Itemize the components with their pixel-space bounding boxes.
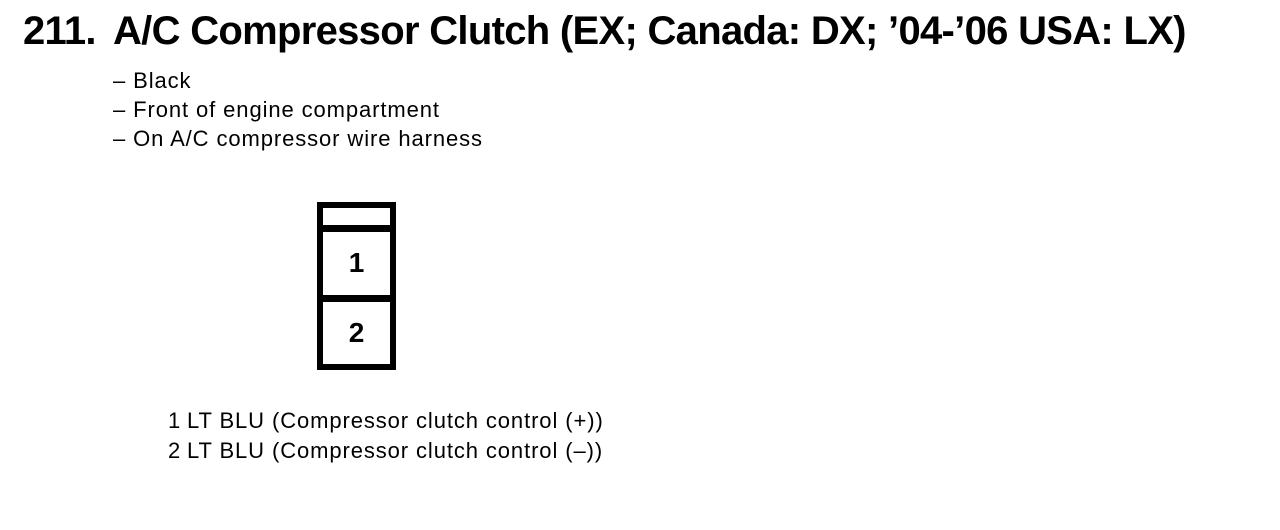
pin-description: LT BLU (Compressor clutch control (–)) (187, 438, 604, 463)
detail-line-harness: – On A/C compressor wire harness (113, 126, 483, 151)
cavity-number-2: 2 (348, 316, 365, 348)
section-title: A/C Compressor Clutch (EX; Canada: DX; ’… (113, 9, 1186, 53)
connector-key-slot (323, 208, 390, 232)
detail-line-color: – Black (113, 68, 192, 93)
pin-row: 2 LT BLU (Compressor clutch control (–)) (168, 436, 604, 466)
connector-cavity-2: 2 (323, 302, 390, 365)
pinout-list: 1 LT BLU (Compressor clutch control (+))… (168, 406, 604, 466)
pin-row: 1 LT BLU (Compressor clutch control (+)) (168, 406, 604, 436)
pin-description: LT BLU (Compressor clutch control (+)) (187, 408, 604, 433)
connector-details: – Black – Front of engine compartment – … (113, 66, 483, 153)
pin-number: 2 (168, 438, 182, 463)
item-number: 211. (23, 9, 97, 53)
connector-diagram: 1 2 (317, 202, 396, 370)
section-heading: 211. A/C Compressor Clutch (EX; Canada: D… (23, 8, 1186, 54)
pin-number: 1 (168, 408, 182, 433)
cavity-number-1: 1 (348, 247, 365, 279)
connector-cavity-1: 1 (323, 232, 390, 302)
detail-line-location: – Front of engine compartment (113, 97, 440, 122)
